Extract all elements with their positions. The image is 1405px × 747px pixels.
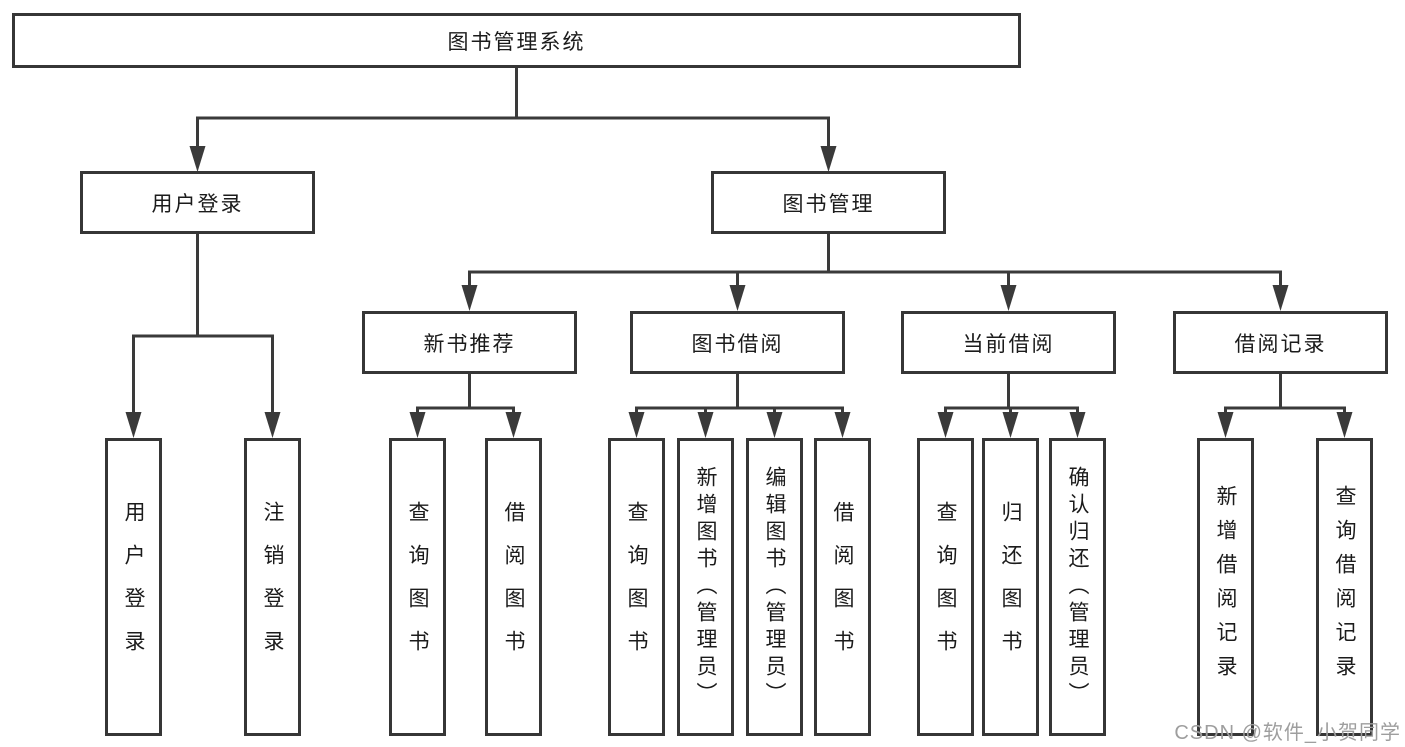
leaf-edit-books-admin: 编辑图书（管理员） xyxy=(746,438,803,736)
node-user-login: 用户登录 xyxy=(80,171,315,234)
leaf-query-borrow-record: 查询借阅记录 xyxy=(1316,438,1373,736)
leaf-add-borrow-record: 新增借阅记录 xyxy=(1197,438,1254,736)
node-book-borrow: 图书借阅 xyxy=(630,311,845,374)
node-root: 图书管理系统 xyxy=(12,13,1021,68)
leaf-query-books-current: 查询图书 xyxy=(917,438,974,736)
leaf-add-books-admin: 新增图书（管理员） xyxy=(677,438,734,736)
leaf-user-login: 用户登录 xyxy=(105,438,162,736)
node-borrow-records: 借阅记录 xyxy=(1173,311,1388,374)
leaf-confirm-return-admin: 确认归还（管理员） xyxy=(1049,438,1106,736)
leaf-borrow-books-recommend: 借阅图书 xyxy=(485,438,542,736)
leaf-borrow-books: 借阅图书 xyxy=(814,438,871,736)
node-current-borrow: 当前借阅 xyxy=(901,311,1116,374)
leaf-query-books-borrow: 查询图书 xyxy=(608,438,665,736)
leaf-query-books-recommend: 查询图书 xyxy=(389,438,446,736)
leaf-logout: 注销登录 xyxy=(244,438,301,736)
node-new-book-recommend: 新书推荐 xyxy=(362,311,577,374)
leaf-return-books: 归还图书 xyxy=(982,438,1039,736)
node-book-management: 图书管理 xyxy=(711,171,946,234)
watermark: CSDN @软件_小贺同学 xyxy=(1174,722,1401,744)
